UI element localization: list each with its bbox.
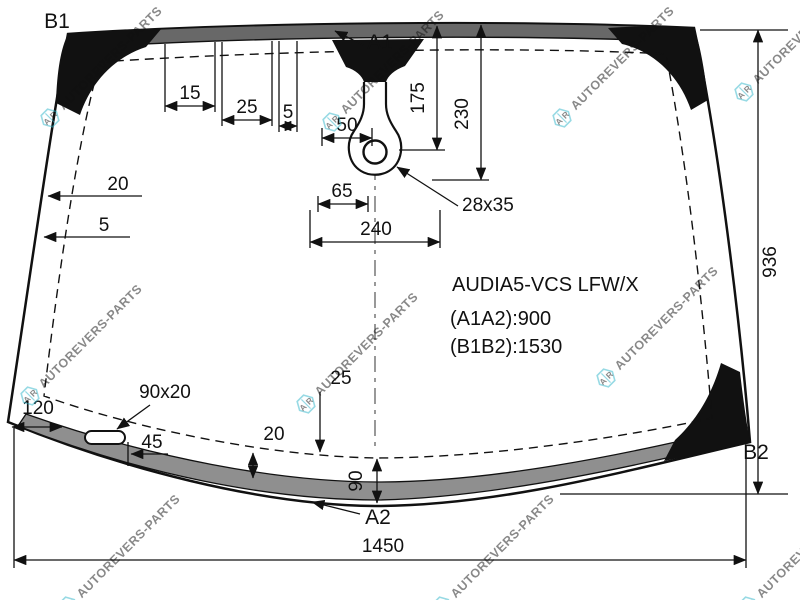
dim-sensor-65 <box>317 196 369 212</box>
mounting-hole-oval <box>84 430 126 445</box>
corner-frit-bottom-right <box>664 363 750 461</box>
corner-label-b1: B1 <box>44 10 70 33</box>
part-model: AUDIA5-VCS LFW/X <box>452 274 639 296</box>
corner-frit-top-right <box>608 26 708 110</box>
watermark <box>731 0 800 105</box>
dim-28x35-leader <box>396 166 459 207</box>
dim-90x20-leader <box>116 404 151 430</box>
dim-sensor-240-label: 240 <box>360 219 392 240</box>
dim-sensor-240 <box>309 210 441 248</box>
inner-dashed-contour <box>43 49 713 459</box>
corner-label-a2: A2 <box>365 506 391 529</box>
dim-right-936 <box>560 29 788 495</box>
dim-left-20-label: 20 <box>107 174 128 195</box>
part-a1a2: (A1A2):900 <box>450 308 551 330</box>
a1-leader <box>334 30 364 46</box>
dim-sensor-50 <box>321 128 373 146</box>
dim-top-15 <box>164 42 216 112</box>
dim-45-label: 45 <box>141 432 162 453</box>
dim-sensor-65-label: 65 <box>331 181 352 202</box>
a2-leader <box>311 499 361 515</box>
dim-sensor-230-label: 230 <box>452 98 473 130</box>
dim-top-15-label: 15 <box>179 83 200 104</box>
dim-sensor-230 <box>432 24 489 181</box>
dim-left-5-label: 5 <box>99 215 110 236</box>
dim-1450 <box>13 428 747 568</box>
dim-top-5-label: 5 <box>283 102 294 123</box>
dim-bottom-90-label: 90 <box>346 470 367 491</box>
dim-sensor-175 <box>399 25 445 151</box>
dim-90x20-label: 90x20 <box>139 382 191 403</box>
part-b1b2: (B1B2):1530 <box>450 336 562 358</box>
dim-top-5 <box>278 41 298 132</box>
sensor-hole-circle <box>362 139 388 165</box>
dim-bottom-20-label: 20 <box>263 424 284 445</box>
watermark <box>55 489 185 600</box>
dim-sensor-50-label: 50 <box>336 115 357 136</box>
dim-right-936-label: 936 <box>760 246 781 278</box>
dim-top-25-label: 25 <box>236 97 257 118</box>
watermark <box>429 489 559 600</box>
dim-1450-label: 1450 <box>362 536 404 557</box>
sensor-keyhole-outline <box>347 82 403 176</box>
dim-sensor-175-label: 175 <box>408 82 429 114</box>
corner-label-b2: B2 <box>743 441 769 464</box>
dim-28x35-label: 28x35 <box>462 195 514 216</box>
dim-45 <box>127 442 168 466</box>
corner-label-a1: A1 <box>367 31 393 54</box>
dim-top-25 <box>221 41 273 126</box>
